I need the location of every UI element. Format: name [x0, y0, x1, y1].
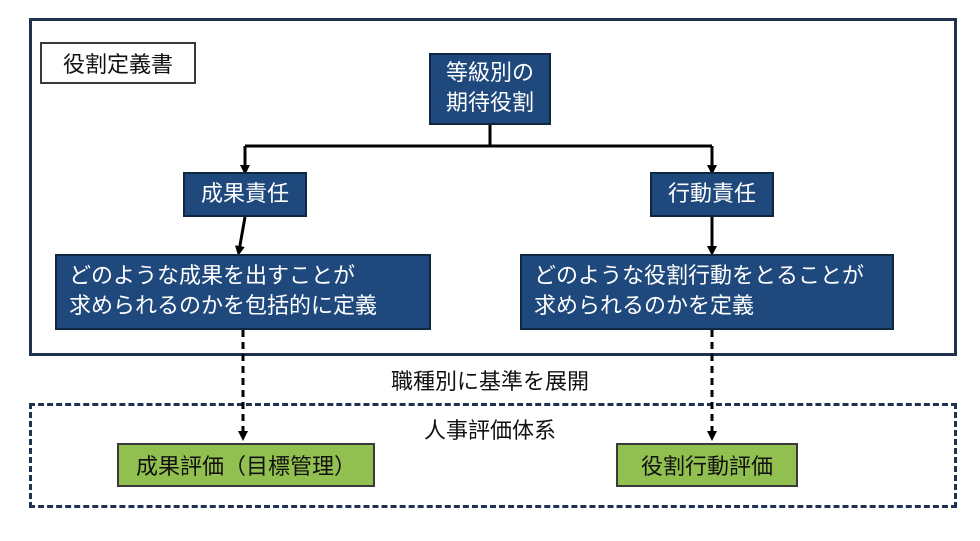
left-branch-title-text: 成果責任: [200, 181, 289, 207]
role-definition-frame: [29, 18, 957, 356]
bridge-text: 職種別に基準を展開: [340, 363, 640, 397]
evaluation-system-title: 人事評価体系: [380, 413, 600, 445]
top-box-line1: 等級別の: [445, 61, 534, 87]
right-branch-title: 行動責任: [650, 172, 774, 217]
arrow-to-left-desc: [234, 216, 247, 256]
right-desc-line2: 求められるのかを定義: [534, 294, 755, 319]
document-label-text: 役割定義書: [62, 53, 173, 78]
left-evaluation-box: 成果評価（目標管理）: [117, 443, 375, 487]
right-branch-title-text: 行動責任: [667, 181, 756, 207]
right-evaluation-text: 役割行動評価: [640, 455, 773, 480]
top-box-line2: 期待役割: [445, 91, 534, 116]
left-desc-line1: どのような成果を出すことが: [69, 264, 356, 290]
left-branch-title: 成果責任: [183, 172, 307, 217]
right-evaluation-box: 役割行動評価: [616, 443, 798, 487]
top-box: 等級別の 期待役割: [429, 53, 551, 125]
evaluation-system-frame: [29, 403, 957, 508]
left-evaluation-text: 成果評価（目標管理）: [135, 455, 356, 480]
left-desc-line2: 求められるのかを包括的に定義: [69, 294, 378, 319]
bridge-text-label: 職種別に基準を展開: [390, 370, 589, 395]
tree-connector: [234, 125, 717, 256]
right-desc-line1: どのような役割行動をとることが: [534, 264, 865, 290]
right-branch-description: どのような役割行動をとることが 求められるのかを定義: [520, 254, 894, 330]
left-branch-description: どのような成果を出すことが 求められるのかを包括的に定義: [55, 254, 431, 330]
evaluation-system-title-text: 人事評価体系: [423, 419, 556, 444]
dashed-connectors: [238, 330, 717, 441]
document-label: 役割定義書: [40, 42, 196, 84]
